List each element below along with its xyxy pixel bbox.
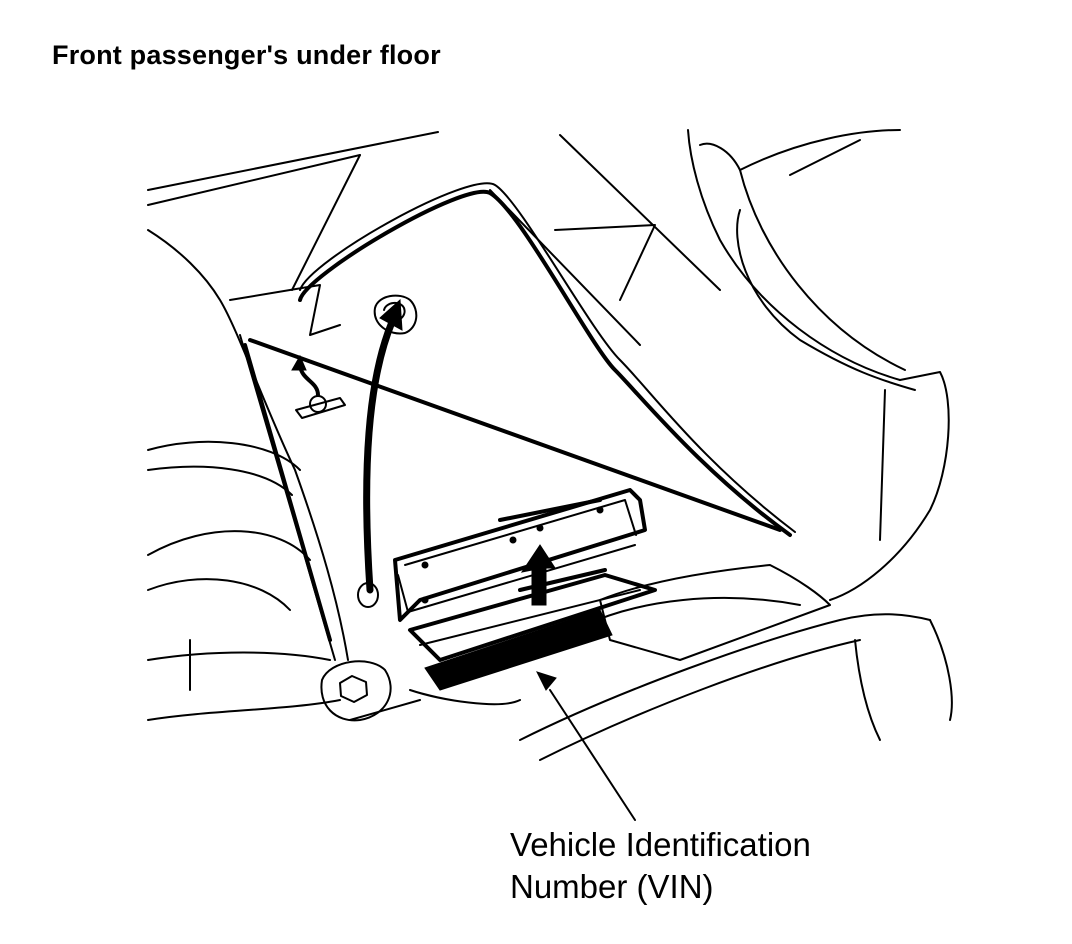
vin-plate xyxy=(408,573,657,691)
vin-callout-label: Vehicle Identification Number (VIN) xyxy=(510,824,811,908)
clip-icon xyxy=(291,354,346,419)
door-sill xyxy=(349,564,953,761)
vin-callout-line-1: Vehicle Identification xyxy=(510,826,811,863)
lift-arrow xyxy=(520,544,556,606)
vin-callout-line-2: Number (VIN) xyxy=(510,868,714,905)
removal-arrow-curved xyxy=(357,298,403,608)
left-body-panel xyxy=(147,131,439,721)
bolt-icon xyxy=(320,660,392,722)
right-pillar xyxy=(489,129,950,601)
vin-leader-line xyxy=(536,671,636,821)
floor-mat-outline xyxy=(229,182,796,661)
diagram-title: Front passenger's under floor xyxy=(52,40,441,70)
